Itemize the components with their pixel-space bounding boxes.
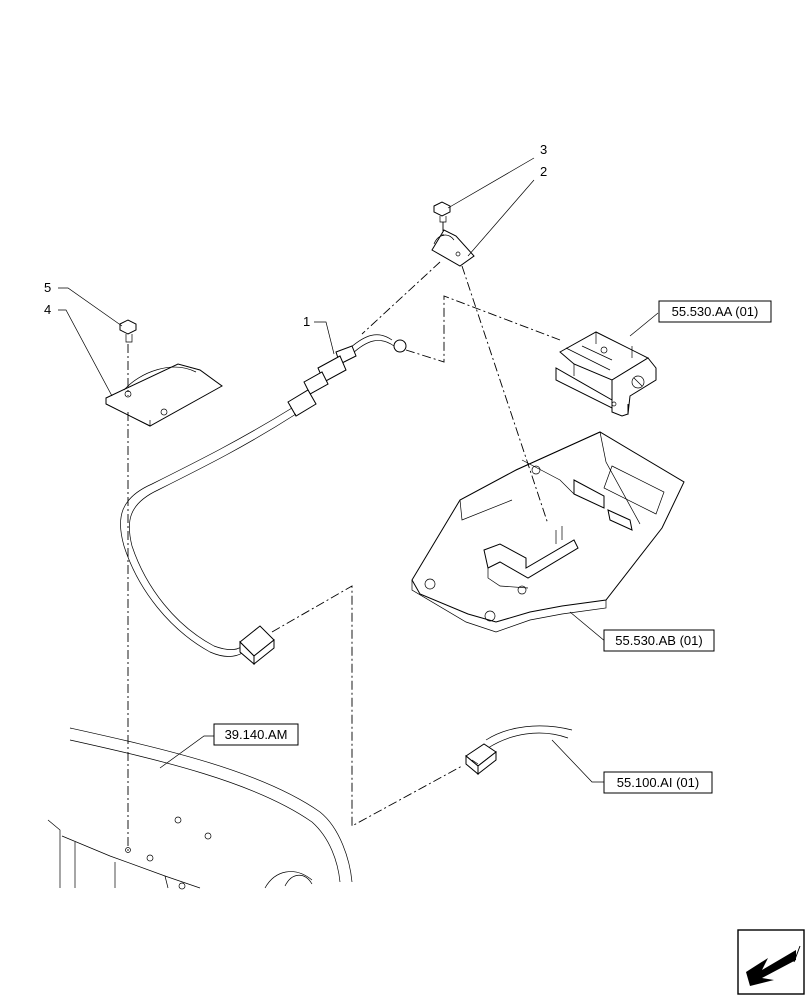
ref-label-bracket: 55.530.AA (01) — [672, 304, 759, 319]
ref-box-mount-plate[interactable]: 55.530.AB (01) — [603, 629, 715, 652]
clamp-part — [105, 363, 223, 427]
harness-connector-part — [465, 725, 573, 776]
callout-1: 1 — [303, 314, 310, 329]
ref-box-bracket[interactable]: 55.530.AA (01) — [658, 300, 772, 323]
screw-part — [433, 201, 451, 223]
ref-box-harness[interactable]: 55.100.AI (01) — [603, 771, 713, 794]
ref-label-frame: 39.140.AM — [225, 727, 288, 742]
bolt-part — [119, 319, 137, 343]
callout-3: 3 — [540, 142, 547, 157]
clip-part — [431, 229, 475, 267]
callout-2: 2 — [540, 164, 547, 179]
ref-label-mount-plate: 55.530.AB (01) — [615, 633, 702, 648]
frame-part — [47, 727, 353, 890]
arrow-left-down-icon[interactable] — [737, 929, 805, 995]
callout-4: 4 — [44, 302, 51, 317]
mounting-plate-part — [411, 431, 685, 633]
callout-leaders — [58, 157, 659, 783]
sensor-cable-part — [120, 334, 407, 666]
bracket-part — [555, 331, 657, 417]
callout-5: 5 — [44, 280, 51, 295]
ref-label-harness: 55.100.AI (01) — [617, 775, 699, 790]
ref-box-frame[interactable]: 39.140.AM — [213, 723, 299, 746]
assembly-lines — [127, 222, 561, 852]
